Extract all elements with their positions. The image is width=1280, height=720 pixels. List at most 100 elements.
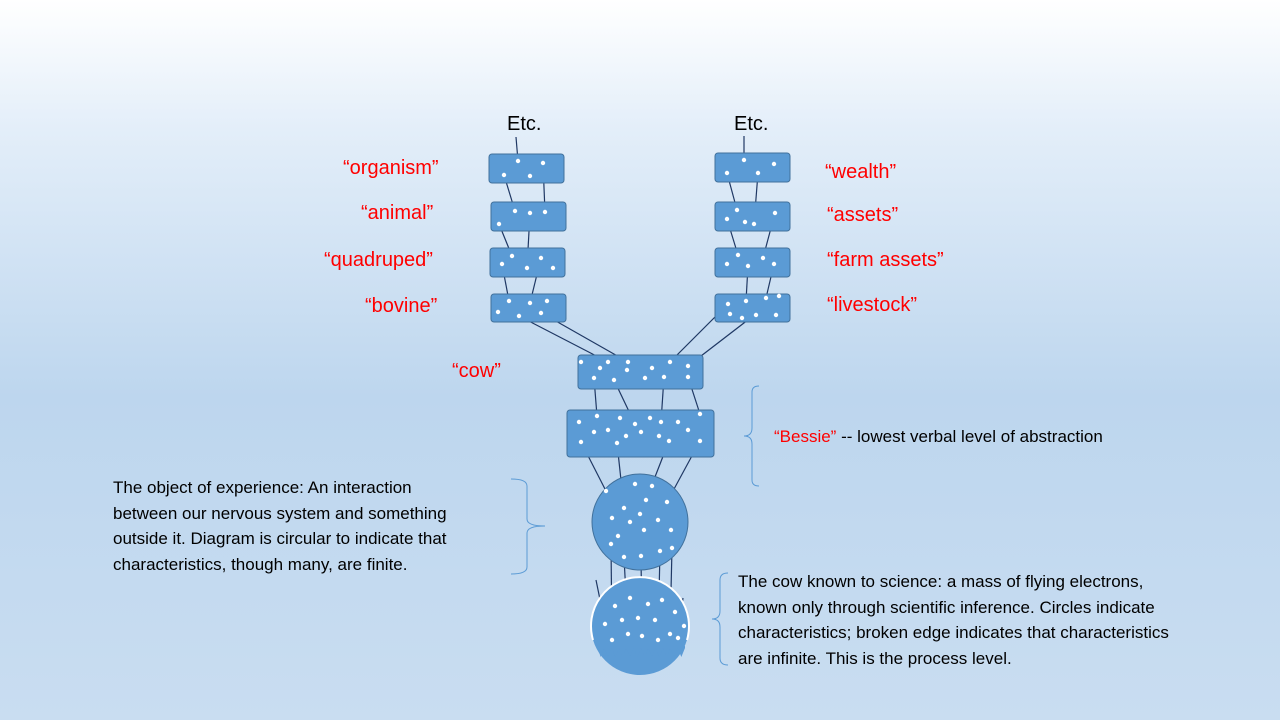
characteristic-dot [685, 374, 691, 380]
livestock-box [714, 293, 791, 323]
label-organism: “organism” [343, 157, 439, 179]
process-level-shape [590, 576, 690, 675]
label-bovine: “bovine” [365, 295, 438, 317]
quadruped-box [489, 247, 566, 278]
characteristic-dot [578, 359, 584, 365]
object-annotation-line: characteristics, though many, are finite… [113, 554, 408, 574]
characteristic-dot [619, 617, 625, 623]
characteristic-dot [550, 265, 556, 271]
label-wealth: “wealth” [825, 161, 897, 183]
characteristic-dot [542, 209, 548, 215]
characteristic-dot [624, 367, 630, 373]
characteristic-dot [645, 601, 651, 607]
object-bracket [510, 478, 546, 575]
characteristic-dot [760, 255, 766, 261]
characteristic-dot [495, 309, 501, 315]
characteristic-dot [632, 421, 638, 427]
characteristic-dot [627, 595, 633, 601]
characteristic-dot [763, 295, 769, 301]
label-livestock: “livestock” [827, 294, 918, 316]
characteristic-dot [672, 609, 678, 615]
object-annotation-line: The object of experience: An interaction [113, 478, 412, 497]
characteristic-dot [527, 210, 533, 216]
characteristic-dot [544, 298, 550, 304]
characteristic-dot [658, 419, 664, 425]
characteristic-dot [623, 433, 629, 439]
cow-box [577, 354, 704, 390]
characteristic-dot [742, 219, 748, 225]
characteristic-dot [647, 415, 653, 421]
characteristic-dot [697, 411, 703, 417]
characteristic-dot [603, 488, 609, 494]
characteristic-dot [771, 261, 777, 267]
label-cow: “cow” [452, 360, 501, 382]
characteristic-dot [739, 315, 745, 321]
characteristic-dot [627, 519, 633, 525]
characteristic-dot [637, 511, 643, 517]
characteristic-dot [506, 298, 512, 304]
characteristic-dot [771, 161, 777, 167]
characteristic-dot [655, 517, 661, 523]
characteristic-dot [724, 170, 730, 176]
characteristic-dot [625, 631, 631, 637]
characteristic-dot [675, 635, 681, 641]
process-circle-outline [590, 576, 690, 641]
characteristic-dot [638, 553, 644, 559]
bessie-bracket [743, 385, 760, 487]
broken-edge [597, 646, 685, 657]
characteristic-dot [657, 548, 663, 554]
characteristic-dot [609, 515, 615, 521]
characteristic-dot [776, 293, 782, 299]
characteristic-dot [743, 298, 749, 304]
object-annotation: The object of experience: An interaction… [113, 475, 447, 577]
characteristic-dot [594, 413, 600, 419]
characteristic-dot [602, 621, 608, 627]
characteristic-dot [638, 429, 644, 435]
label-quadruped: “quadruped” [324, 249, 433, 271]
characteristic-dot [724, 216, 730, 222]
characteristic-dot [642, 375, 648, 381]
characteristic-dot [664, 499, 670, 505]
characteristic-dot [772, 210, 778, 216]
characteristic-dot [724, 261, 730, 267]
characteristic-dot [611, 377, 617, 383]
characteristic-dot [621, 505, 627, 511]
characteristic-dot [614, 440, 620, 446]
characteristic-dot [516, 313, 522, 319]
characteristic-dot [643, 497, 649, 503]
characteristic-dot [659, 597, 665, 603]
characteristic-dot [652, 617, 658, 623]
characteristic-dot [612, 603, 618, 609]
characteristic-dot [667, 359, 673, 365]
characteristic-dot [591, 429, 597, 435]
wealth-box [714, 152, 791, 183]
characteristic-dot [639, 633, 645, 639]
characteristic-dot [576, 419, 582, 425]
characteristic-dot [605, 359, 611, 365]
assets-box [714, 201, 791, 232]
characteristic-dot [675, 419, 681, 425]
characteristic-dot [515, 158, 521, 164]
characteristic-dot [527, 173, 533, 179]
characteristic-dot [625, 359, 631, 365]
characteristic-dot [597, 365, 603, 371]
characteristic-dots [495, 157, 782, 643]
label-farm-assets: “farm assets” [827, 249, 944, 271]
characteristic-dot [669, 545, 675, 551]
process-annotation-line: characteristics; broken edge indicates t… [738, 623, 1169, 642]
characteristic-dot [538, 310, 544, 316]
characteristic-dot [509, 253, 515, 259]
object-annotation-line: outside it. Diagram is circular to indic… [113, 529, 447, 548]
annotation-brackets [510, 385, 760, 666]
characteristic-dot [727, 311, 733, 317]
bessie-description: -- lowest verbal level of abstraction [836, 427, 1103, 446]
left-etc-label: Etc. [507, 113, 542, 135]
characteristic-dot [496, 221, 502, 227]
process-bracket [711, 572, 729, 666]
characteristic-dot [734, 207, 740, 213]
characteristic-dot [666, 438, 672, 444]
characteristic-dot [773, 312, 779, 318]
characteristic-dot [641, 527, 647, 533]
characteristic-dot [591, 375, 597, 381]
